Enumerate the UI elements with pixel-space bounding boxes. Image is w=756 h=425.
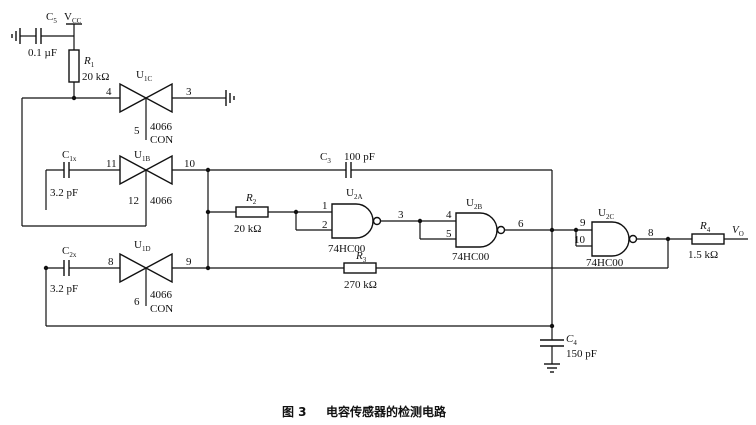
c1x-value: 3.2 pF xyxy=(50,187,78,199)
u2c-pin-9: 9 xyxy=(580,217,586,229)
r2-ref: R2 xyxy=(245,192,257,206)
c2x-value: 3.2 pF xyxy=(50,283,78,295)
u2b-pin-6: 6 xyxy=(518,218,524,230)
c2x-capacitor: C2x 3.2 pF xyxy=(43,245,120,326)
c4-capacitor: C4 150 pF xyxy=(540,333,597,373)
u2c-part: 74HC00 xyxy=(586,257,624,269)
r4-ref: R4 xyxy=(699,220,711,234)
u2b-nand-gate: U2B 4 5 6 74HC00 xyxy=(419,197,555,263)
r3-resistor: R3 270 kΩ xyxy=(208,239,669,291)
u2b-part: 74HC00 xyxy=(452,251,490,263)
r1-ref: R1 xyxy=(83,55,95,69)
r3-ref: R3 xyxy=(355,250,367,264)
u2b-pin-5: 5 xyxy=(446,228,452,240)
u1c-analog-switch: U1C 4 3 5 4066 CON xyxy=(74,69,235,146)
vcc-label: VCC xyxy=(64,11,82,25)
u1d-part: 4066 xyxy=(150,289,173,301)
u1b-pin-ctrl: 12 xyxy=(128,195,139,207)
figure-title: 电容传感器的检测电路 xyxy=(326,404,447,419)
u1d-ctrl: CON xyxy=(150,303,173,315)
r4-value: 1.5 kΩ xyxy=(688,249,718,261)
u1b-part: 4066 xyxy=(150,195,173,207)
u1d-pin-ctrl: 6 xyxy=(134,296,140,308)
u2c-ref: U2C xyxy=(598,207,614,221)
c3-capacitor: C3 100 pF xyxy=(208,151,553,340)
c5-value: 0.1 µF xyxy=(28,47,57,59)
u1c-pin-out: 3 xyxy=(186,86,192,98)
u1c-ctrl: CON xyxy=(150,134,173,146)
figure-number: 图 3 xyxy=(282,405,307,419)
u1d-pin-in: 8 xyxy=(108,256,114,268)
c5-ref: C5 xyxy=(46,11,57,25)
u1c-part: 4066 xyxy=(150,121,173,133)
c4-ref: C4 xyxy=(566,333,577,347)
u2a-ref: U2A xyxy=(346,187,363,201)
c1x-capacitor: C1x 3.2 pF xyxy=(45,149,120,210)
c4-value: 150 pF xyxy=(566,348,597,360)
u2c-pin-8: 8 xyxy=(648,227,654,239)
c3-ref: C3 xyxy=(320,151,331,165)
r3-value: 270 kΩ xyxy=(344,279,377,291)
u1b-pin-out: 10 xyxy=(184,158,196,170)
u2a-pin-2: 2 xyxy=(322,219,328,231)
u2b-ref: U2B xyxy=(466,197,482,211)
u2a-pin-3: 3 xyxy=(398,209,404,221)
u1b-ref: U1B xyxy=(134,149,150,163)
u1d-analog-switch: U1D 8 9 6 4066 CON xyxy=(108,239,208,315)
u1d-ref: U1D xyxy=(134,239,151,253)
r2-resistor: R2 20 kΩ xyxy=(208,192,299,235)
r1-value: 20 kΩ xyxy=(82,71,109,83)
vo-label: VO xyxy=(732,224,744,238)
c2x-ref: C2x xyxy=(62,245,77,259)
u1c-ref: U1C xyxy=(136,69,152,83)
u1d-pin-out: 9 xyxy=(186,256,192,268)
u2a-pin-1: 1 xyxy=(322,200,328,212)
r2-value: 20 kΩ xyxy=(234,223,261,235)
c3-value: 100 pF xyxy=(344,151,375,163)
c5-capacitor: C5 0.1 µF xyxy=(11,11,74,59)
u2a-nand-gate: U2A 1 2 3 74HC00 xyxy=(295,187,423,255)
u2c-nand-gate: U2C 9 10 8 74HC00 xyxy=(552,207,671,269)
u1c-pin-in: 4 xyxy=(106,86,112,98)
u2a-part: 74HC00 xyxy=(328,243,366,255)
u1b-analog-switch: U1B 11 10 12 4066 xyxy=(106,149,208,207)
u2b-pin-4: 4 xyxy=(446,209,452,221)
r4-resistor: R4 1.5 kΩ VO xyxy=(668,220,748,261)
u2c-pin-10: 10 xyxy=(574,234,586,246)
r1-resistor: R1 20 kΩ xyxy=(68,36,109,101)
vcc-supply: VCC xyxy=(64,11,82,36)
u1b-pin-in: 11 xyxy=(106,158,117,170)
u1c-pin-ctrl: 5 xyxy=(134,125,140,137)
c1x-ref: C1x xyxy=(62,149,77,163)
